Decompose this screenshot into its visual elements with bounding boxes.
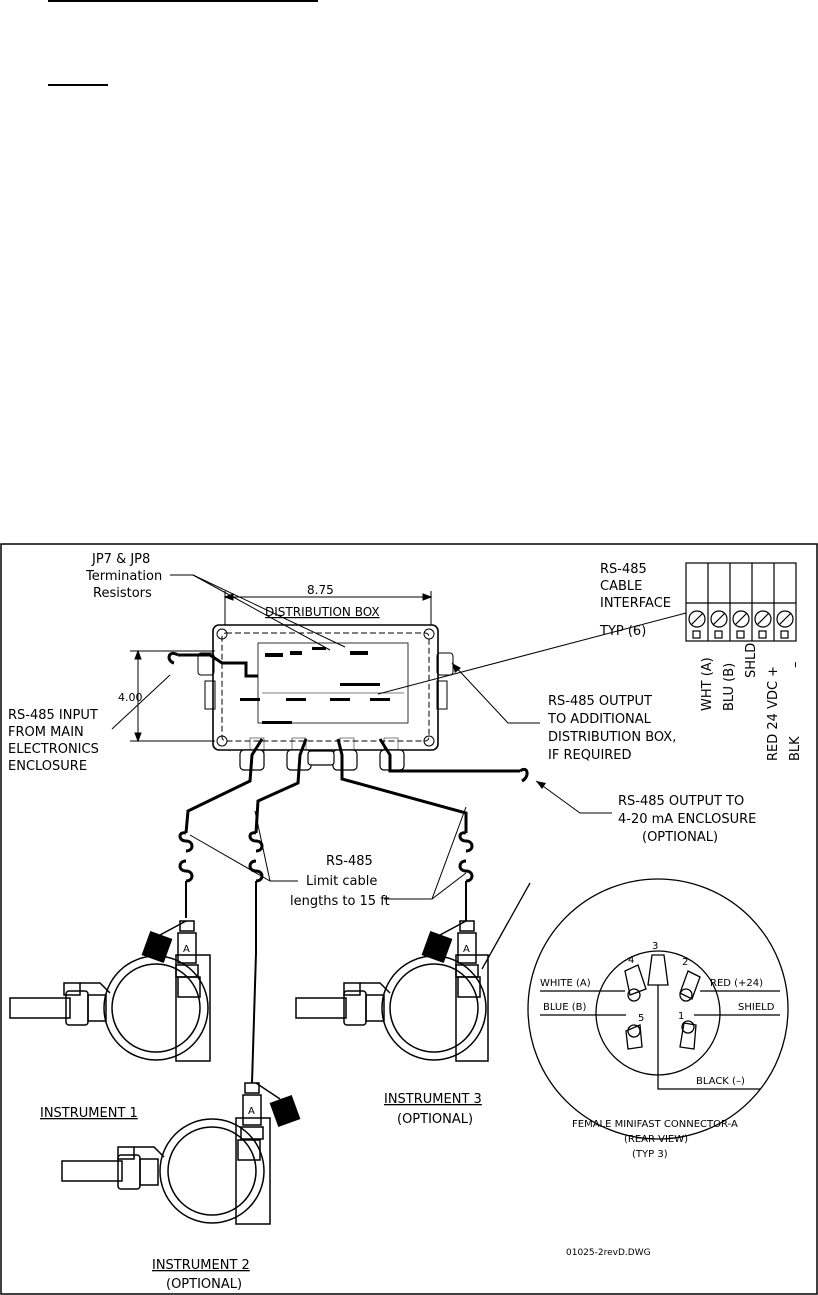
- conn-blue: BLUE (B): [543, 1002, 587, 1013]
- term-blk: BLK: [788, 736, 803, 761]
- instrument-2-label: INSTRUMENT 2: [152, 1258, 250, 1273]
- input-label-4: ENCLOSURE: [8, 759, 87, 774]
- limit-1: RS-485: [326, 854, 373, 869]
- plug-instrument-2: [240, 1082, 301, 1140]
- terminal-block-marks: [240, 647, 390, 724]
- limit-2: Limit cable: [306, 874, 377, 889]
- distribution-box-title: DISTRIBUTION BOX: [265, 605, 380, 619]
- pin-4: 4: [628, 955, 634, 966]
- pin-5: 5: [638, 1013, 644, 1024]
- diagram-border: [0, 543, 818, 1295]
- instrument-1: [9, 954, 211, 1062]
- conn-white: WHITE (A): [540, 978, 591, 989]
- iface-label-1: RS-485: [600, 562, 647, 577]
- out-add-1: RS-485 OUTPUT: [548, 694, 652, 709]
- out-add-leader: [451, 662, 540, 724]
- conn-title-1: FEMALE MINIFAST CONNECTOR-A: [572, 1119, 738, 1130]
- out-420-leader: [535, 780, 612, 814]
- input-label-3: ELECTRONICS: [8, 742, 99, 757]
- input-label-1: RS-485 INPUT: [8, 708, 98, 723]
- plug-instrument-3: [421, 920, 479, 978]
- conn-black: BLACK (–): [696, 1076, 745, 1087]
- pin-2: 2: [682, 957, 688, 968]
- term-red: RED 24 VDC +: [766, 666, 781, 761]
- instrument-3-optional: (OPTIONAL): [397, 1112, 473, 1127]
- plug-letter-3: A: [463, 944, 470, 955]
- input-leader: [111, 674, 171, 730]
- drawing-id: 01025-2revD.DWG: [566, 1248, 651, 1258]
- term-blu: BLU (B): [722, 663, 737, 711]
- instrument-3-label: INSTRUMENT 3: [384, 1092, 482, 1107]
- conn-red: RED (+24): [710, 978, 763, 989]
- cable-breaks: [167, 651, 529, 883]
- instrument-2-optional: (OPTIONAL): [166, 1277, 242, 1292]
- out-420-2: 4-20 mA ENCLOSURE: [618, 812, 756, 827]
- terminal-connector: [685, 562, 797, 642]
- out-420-1: RS-485 OUTPUT TO: [618, 794, 744, 809]
- wiring-diagram: 8.75 4.00 DISTRIBUTION BOX JP7 & JP8 Ter…: [0, 543, 818, 1295]
- connector-detail: [481, 878, 789, 1140]
- distribution-box: [197, 624, 454, 759]
- conn-title-2: (REAR VIEW): [624, 1134, 688, 1145]
- cables: [178, 653, 520, 834]
- pin-1: 1: [678, 1011, 684, 1022]
- jp-label-3: Resistors: [93, 586, 152, 601]
- drop-cables: [185, 881, 467, 1084]
- dimension-lines: [130, 591, 433, 743]
- out-add-2: TO ADDITIONAL: [547, 712, 652, 727]
- term-shld: SHLD: [744, 643, 759, 678]
- instrument-1-label: INSTRUMENT 1: [40, 1106, 138, 1121]
- iface-leader: [377, 612, 687, 695]
- cable-glands: [239, 749, 405, 771]
- iface-label-3: INTERFACE: [600, 596, 671, 611]
- limit-3: lengths to 15 ft: [290, 894, 390, 909]
- plug-letter-2: A: [248, 1106, 255, 1117]
- jp-label-1: JP7 & JP8: [91, 552, 150, 567]
- header-rule-long: [48, 0, 318, 2]
- conn-shield: SHIELD: [738, 1002, 775, 1013]
- instrument-2: [61, 1117, 271, 1225]
- plug-letter-1: A: [183, 944, 190, 955]
- out-add-3: DISTRIBUTION BOX,: [548, 730, 676, 745]
- instrument-3: [295, 954, 489, 1062]
- out-add-arrow: [452, 663, 461, 673]
- jp-label-2: Termination: [85, 569, 162, 584]
- out-420-arrow: [536, 781, 546, 789]
- input-label-2: FROM MAIN: [8, 725, 84, 740]
- out-420-3: (OPTIONAL): [642, 830, 718, 845]
- conn-title-3: (TYP 3): [632, 1149, 668, 1160]
- iface-label-4: TYP (6): [599, 624, 646, 639]
- dim-height-label: 4.00: [118, 691, 143, 704]
- term-minus: –: [788, 662, 803, 669]
- pin-3: 3: [652, 941, 658, 952]
- jp-leaders: [170, 574, 346, 651]
- dim-width-label: 8.75: [307, 583, 334, 597]
- iface-label-2: CABLE: [600, 579, 642, 594]
- plug-instrument-1: [141, 920, 199, 978]
- out-add-4: IF REQUIRED: [548, 748, 632, 763]
- term-wht: WHT (A): [700, 657, 715, 711]
- limit-leaders: [189, 806, 467, 900]
- header-rule-short: [48, 84, 108, 86]
